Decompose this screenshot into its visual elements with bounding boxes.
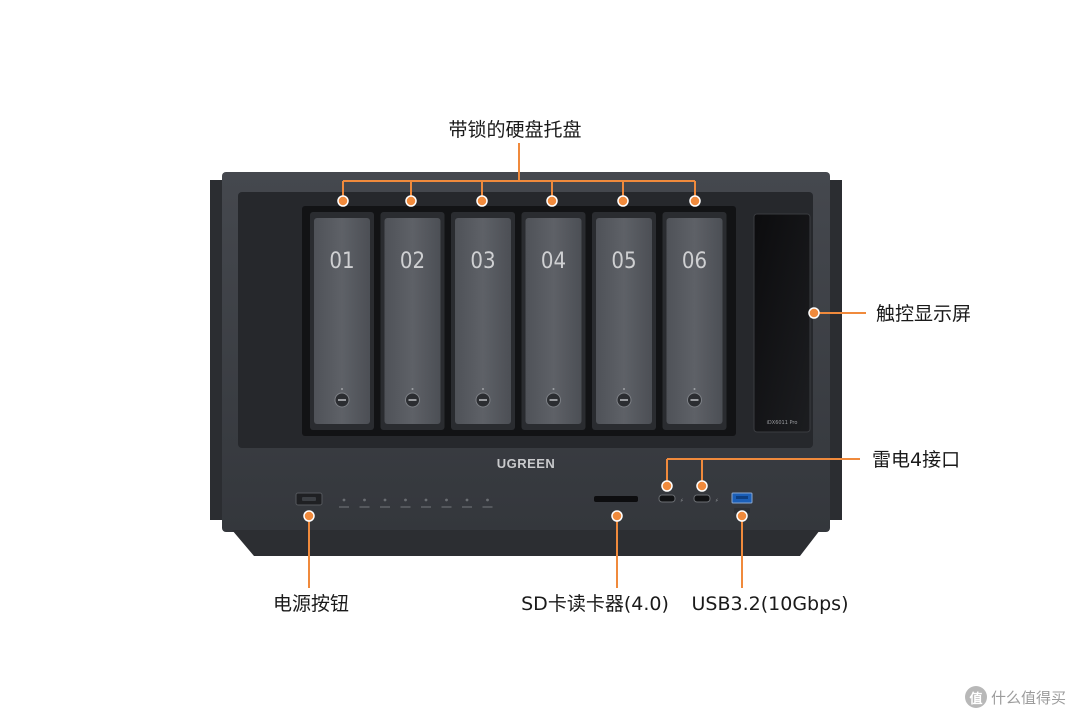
drive-tray-face	[384, 218, 441, 424]
status-led	[363, 498, 366, 502]
drive-bay[interactable]: 05	[592, 212, 656, 430]
chassis-base	[232, 530, 820, 556]
status-led-caption	[421, 506, 431, 508]
tray-lock-indicator	[623, 388, 625, 390]
callout-dot-thunderbolt-2	[696, 480, 708, 492]
callout-label-thunderbolt: 雷电4接口	[872, 449, 960, 471]
sd-card-slot[interactable]	[594, 496, 638, 502]
tray-lock-indicator	[411, 388, 414, 390]
status-led-caption	[339, 506, 349, 508]
tray-lock-slot	[690, 399, 699, 401]
bay-number: 03	[470, 249, 495, 274]
callout-dot-usb	[736, 510, 748, 522]
tray-lock-indicator	[693, 388, 696, 390]
bay-number: 04	[541, 249, 566, 274]
drive-bay[interactable]: 06	[662, 212, 727, 430]
drive-tray-face	[525, 218, 582, 424]
chassis-left-side	[210, 180, 224, 520]
brand-logo: UGREEN	[497, 456, 556, 471]
drive-bay[interactable]: 01	[310, 212, 374, 430]
callout-dot-sd	[611, 510, 623, 522]
thunderbolt-port-1[interactable]	[658, 494, 676, 503]
callout-dots-trays	[337, 195, 701, 207]
bay-number: 05	[611, 249, 636, 274]
tray-lock-indicator	[552, 388, 555, 390]
power-button-face	[302, 497, 316, 501]
watermark-icon: 值	[964, 686, 987, 708]
status-led-caption	[380, 506, 390, 508]
callout-dot-power	[303, 510, 315, 522]
callout-label-usb: USB3.2(10Gbps)	[692, 593, 849, 615]
status-led	[342, 498, 346, 502]
callout-dot-display	[808, 307, 820, 319]
drive-tray-face	[596, 218, 652, 424]
status-led-caption	[400, 506, 411, 508]
status-led	[424, 498, 428, 502]
bay-number: 06	[682, 249, 707, 274]
thunderbolt-symbol-2: ⚡	[715, 498, 719, 504]
thunderbolt-symbol-1: ⚡	[680, 498, 684, 504]
drive-bays: 01 02 03 04 05 06	[310, 212, 727, 430]
watermark-text: 什么值得买	[990, 688, 1066, 707]
bay-number: 02	[400, 249, 425, 274]
touch-display[interactable]	[753, 213, 811, 433]
status-led-caption	[462, 506, 472, 508]
drive-bay[interactable]: 02	[380, 212, 445, 430]
drive-tray-face	[314, 218, 370, 424]
status-led	[445, 498, 448, 502]
status-led	[404, 498, 407, 502]
tray-lock-slot	[338, 399, 346, 401]
status-led	[465, 498, 469, 502]
status-led-caption	[441, 506, 452, 508]
chassis-right-side	[828, 180, 842, 520]
callout-label-locking-trays: 带锁的硬盘托盘	[448, 119, 581, 141]
callout-label-power-button: 电源按钮	[273, 593, 349, 615]
usb-port-tongue	[736, 496, 748, 499]
drive-tray-face	[666, 218, 723, 424]
tray-lock-slot	[620, 399, 628, 401]
callout-dot-thunderbolt-1	[661, 480, 673, 492]
tray-lock-slot	[549, 399, 558, 401]
thunderbolt-port-2[interactable]	[693, 494, 711, 503]
drive-tray-face	[455, 218, 511, 424]
tray-lock-slot	[479, 399, 487, 401]
tray-lock-indicator	[341, 388, 343, 390]
status-leds	[339, 498, 493, 508]
tray-lock-indicator	[482, 388, 484, 390]
status-led	[383, 498, 387, 502]
watermark: 值 什么值得买	[964, 686, 1066, 708]
status-led-caption	[359, 506, 370, 508]
callout-line-thunderbolt	[666, 458, 860, 484]
tray-lock-slot	[408, 399, 417, 401]
drive-bay[interactable]: 03	[451, 212, 515, 430]
drive-bay[interactable]: 04	[521, 212, 586, 430]
callout-label-touch-display: 触控显示屏	[876, 303, 971, 325]
status-led	[486, 498, 489, 502]
status-led-caption	[482, 506, 493, 508]
callout-label-sd-reader: SD卡读卡器(4.0)	[521, 593, 669, 615]
bay-number: 01	[329, 249, 354, 274]
screen-model-label: iDX6011 Pro	[767, 420, 798, 426]
